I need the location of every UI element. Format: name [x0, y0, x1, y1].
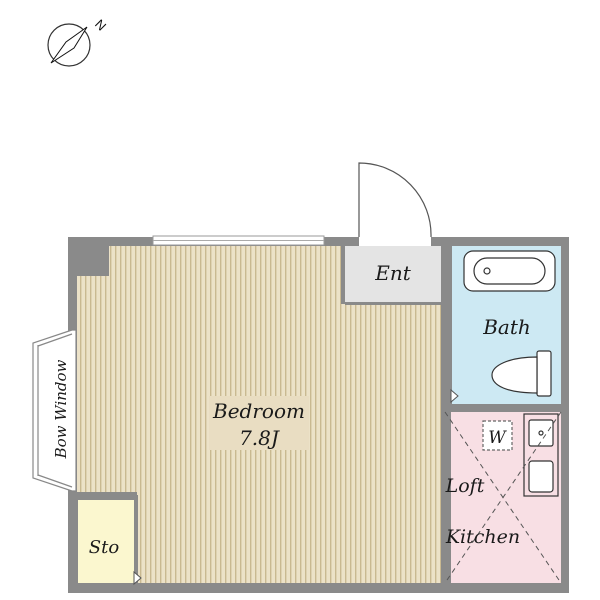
storage-floor: [78, 500, 134, 583]
compass: N: [47, 16, 109, 67]
loft-label: Loft: [445, 475, 485, 497]
bedroom-label-box: [209, 396, 309, 450]
kitchen-sink-icon: [523, 413, 559, 497]
bedroom-label: Bedroom: [212, 399, 305, 423]
kitchen-label: Kitchen: [445, 526, 520, 548]
bath-door-mark: [450, 388, 459, 404]
bedroom-size-label: 7.8J: [239, 426, 280, 450]
storage-label: Sto: [89, 537, 120, 558]
washer-space: [482, 420, 513, 451]
toilet-icon: [491, 350, 552, 397]
bow-window: [32, 329, 77, 492]
bath-label: Bath: [482, 315, 531, 339]
entrance-floor: [345, 246, 441, 302]
compass-needle-light: [50, 26, 88, 64]
washer-label: W: [488, 428, 507, 448]
entrance-label: Ent: [374, 261, 411, 285]
loft-indicator: [444, 411, 562, 584]
bow-window-label: Bow Window: [52, 359, 70, 459]
bathtub-icon: [463, 250, 556, 292]
entrance-door: [358, 162, 432, 246]
interior-walls: [76, 246, 561, 586]
compass-north-label: N: [92, 16, 109, 33]
storage-door-mark: [133, 570, 142, 586]
